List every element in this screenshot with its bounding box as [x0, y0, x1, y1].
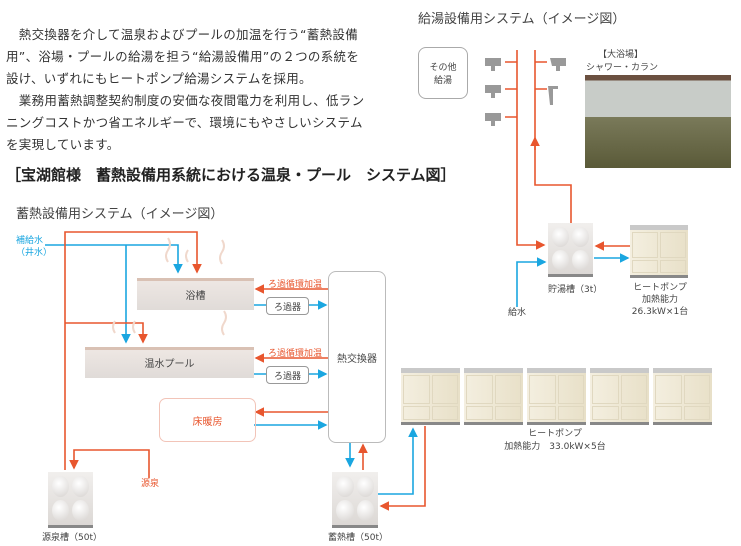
supply-system-title: 給湯設備用システム（イメージ図） [418, 12, 626, 27]
faucet-pipes [505, 61, 547, 118]
steam [112, 237, 227, 336]
heat-exchanger: 熱交換器 [328, 271, 386, 443]
storage-heat-pump-label: ヒートポンプ 加熱能力 33.0kW×5台 [460, 428, 650, 454]
section-heading: ［宝湖館様 蓄熱設備用系統における温泉・プール システム図］ [6, 166, 456, 184]
hot-spring-source-label: 源泉 [141, 479, 160, 489]
hot-spring-source-pipe [69, 449, 150, 478]
heat-pump-unit [590, 368, 649, 425]
heat-pump-unit [401, 368, 460, 425]
heat-pump-unit [653, 368, 712, 425]
source-tank-label: 源泉槽（50t） [42, 533, 102, 543]
faucet-icons [485, 58, 566, 126]
cold-pipe [378, 427, 418, 495]
bathhouse-photo [585, 75, 731, 168]
filter-heating-label: ろ過循環加温 [268, 349, 323, 359]
other-supply-label: その他 [429, 63, 457, 73]
makeup-water-label: 補給水 （井水） [16, 235, 52, 259]
intro-paragraph: 熱交換器を介して温泉およびプールの加温を行う“蓄熱設備用”、浴場・プールの給湯を… [6, 27, 360, 86]
heat-pump-row [401, 368, 712, 425]
thermal-tank-label: 蓄熱槽（50t） [328, 533, 388, 543]
photo-caption: 【大浴場】 [598, 50, 644, 60]
water-supply-label: 給水 [508, 308, 527, 318]
hot-pipe [516, 50, 546, 250]
label-line: （井水） [16, 248, 53, 258]
label-line: 26.3kW×1台 [631, 307, 689, 317]
hot-pipe [379, 426, 426, 511]
photo-caption: シャワー・カラン [586, 63, 659, 73]
heat-pump-unit [527, 368, 586, 425]
hot-spring-pipe [64, 231, 202, 470]
label-line: 加熱能力 [641, 295, 678, 305]
hot-water-tank-label: 貯湯槽（3t） [548, 285, 603, 295]
label-line: ヒートポンプ [528, 429, 582, 439]
heat-pump-unit [464, 368, 523, 425]
hot-pipe [534, 50, 572, 225]
label-line: 補給水 [16, 236, 44, 246]
heat-pump-unit [630, 225, 688, 278]
filter-box: ろ過器 [266, 297, 309, 315]
storage-system-title: 蓄熱設備用システム（イメージ図） [16, 207, 224, 222]
floor-heating-box: 床暖房 [159, 398, 256, 442]
hot-spring-pipe [65, 322, 148, 344]
intro-paragraph: 業務用蓄熱調整契約制度の安価な夜間電力を利用し、低ランニングコストかつ省エネルギ… [6, 93, 365, 152]
filter-box: ろ過器 [266, 366, 309, 384]
hot-water-tank [548, 223, 593, 277]
other-supply-box: その他 給湯 [418, 47, 468, 99]
heated-pool: 温水プール [85, 347, 254, 378]
thermal-storage-tank [332, 472, 378, 528]
other-supply-label: 給湯 [433, 76, 452, 86]
intro-text: 熱交換器を介して温泉およびプールの加温を行う“蓄熱設備用”、浴場・プールの給湯を… [6, 24, 366, 156]
filter-heating-label: ろ過循環加温 [268, 280, 323, 290]
cold-pipe [516, 257, 547, 307]
bath-tub: 浴槽 [137, 278, 254, 310]
label-line: ヒートポンプ [633, 283, 687, 293]
supply-heat-pump-label: ヒートポンプ 加熱能力 26.3kW×1台 [620, 282, 700, 318]
makeup-water-pipe [45, 244, 183, 274]
source-tank [48, 472, 93, 528]
label-line: 加熱能力 33.0kW×5台 [504, 442, 606, 452]
